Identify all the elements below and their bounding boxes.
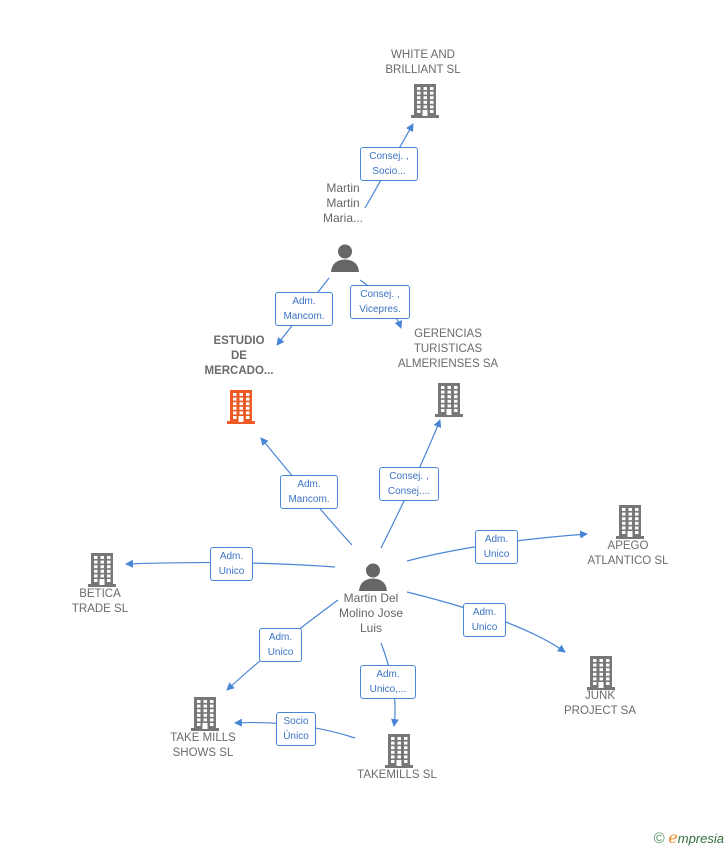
node-label-gerencias[interactable]: GERENCIAS TURISTICAS ALMERIENSES SA — [397, 328, 499, 370]
person-icon — [331, 244, 359, 272]
company-node-betica[interactable] — [87, 552, 117, 593]
building-icon — [411, 84, 439, 118]
person-icon — [359, 563, 387, 591]
node-label-white[interactable]: WHITE AND BRILLIANT SL — [385, 49, 461, 76]
relation-label-r1[interactable]: Consej. , Socio... — [360, 147, 418, 181]
brand-name: mpresia — [677, 831, 724, 846]
node-label-betica[interactable]: BETICA TRADE SL — [71, 588, 129, 615]
building-icon — [435, 383, 463, 417]
relation-label-r4[interactable]: Adm. Mancom. — [280, 475, 338, 509]
node-label-apego[interactable]: APEGO ATLANTICO SL — [587, 540, 669, 567]
node-label-estudio[interactable]: ESTUDIO DE MERCADO... — [204, 335, 274, 377]
person-node-martin_jose[interactable] — [358, 562, 388, 597]
node-label-junk[interactable]: JUNK PROJECT SA — [564, 690, 636, 717]
company-node-junk[interactable] — [586, 655, 616, 696]
relation-label-r9[interactable]: Adm. Unico — [259, 628, 302, 662]
relation-label-r8[interactable]: Adm. Unico — [463, 603, 506, 637]
person-node-martin_maria[interactable] — [330, 243, 360, 278]
building-icon — [616, 505, 644, 539]
relation-label-r10[interactable]: Adm. Unico,... — [360, 665, 416, 699]
building-icon — [88, 553, 116, 587]
relation-label-r3[interactable]: Consej. , Vicepres. — [350, 285, 410, 319]
company-node-apego[interactable] — [615, 504, 645, 545]
node-label-takemills[interactable]: TAKEMILLS SL — [357, 769, 437, 781]
building-icon — [227, 390, 255, 424]
building-icon — [385, 734, 413, 768]
relation-label-r2[interactable]: Adm. Mancom. — [275, 292, 333, 326]
brand-logo-letter: e — [668, 828, 678, 847]
relation-label-r6[interactable]: Adm. Unico — [475, 530, 518, 564]
relation-label-r7[interactable]: Adm. Unico — [210, 547, 253, 581]
node-label-martin_jose[interactable]: Martin Del Molino Jose Luis — [338, 591, 404, 635]
node-label-martin_maria[interactable]: Martin Martin Maria... — [322, 181, 363, 225]
node-label-takemills_shows[interactable]: TAKE MILLS SHOWS SL — [170, 732, 236, 759]
building-icon — [587, 656, 615, 690]
brand-watermark: © empresia — [654, 828, 724, 847]
relation-label-r11[interactable]: Socio Único — [276, 712, 316, 746]
company-node-gerencias[interactable] — [434, 382, 464, 423]
relation-label-r5[interactable]: Consej. , Consej.... — [379, 467, 439, 501]
company-node-white[interactable] — [410, 83, 440, 124]
company-node-estudio[interactable] — [226, 389, 256, 430]
building-icon — [191, 697, 219, 731]
copyright-symbol: © — [653, 830, 665, 847]
company-node-takemills_shows[interactable] — [190, 696, 220, 737]
company-node-takemills[interactable] — [384, 733, 414, 774]
